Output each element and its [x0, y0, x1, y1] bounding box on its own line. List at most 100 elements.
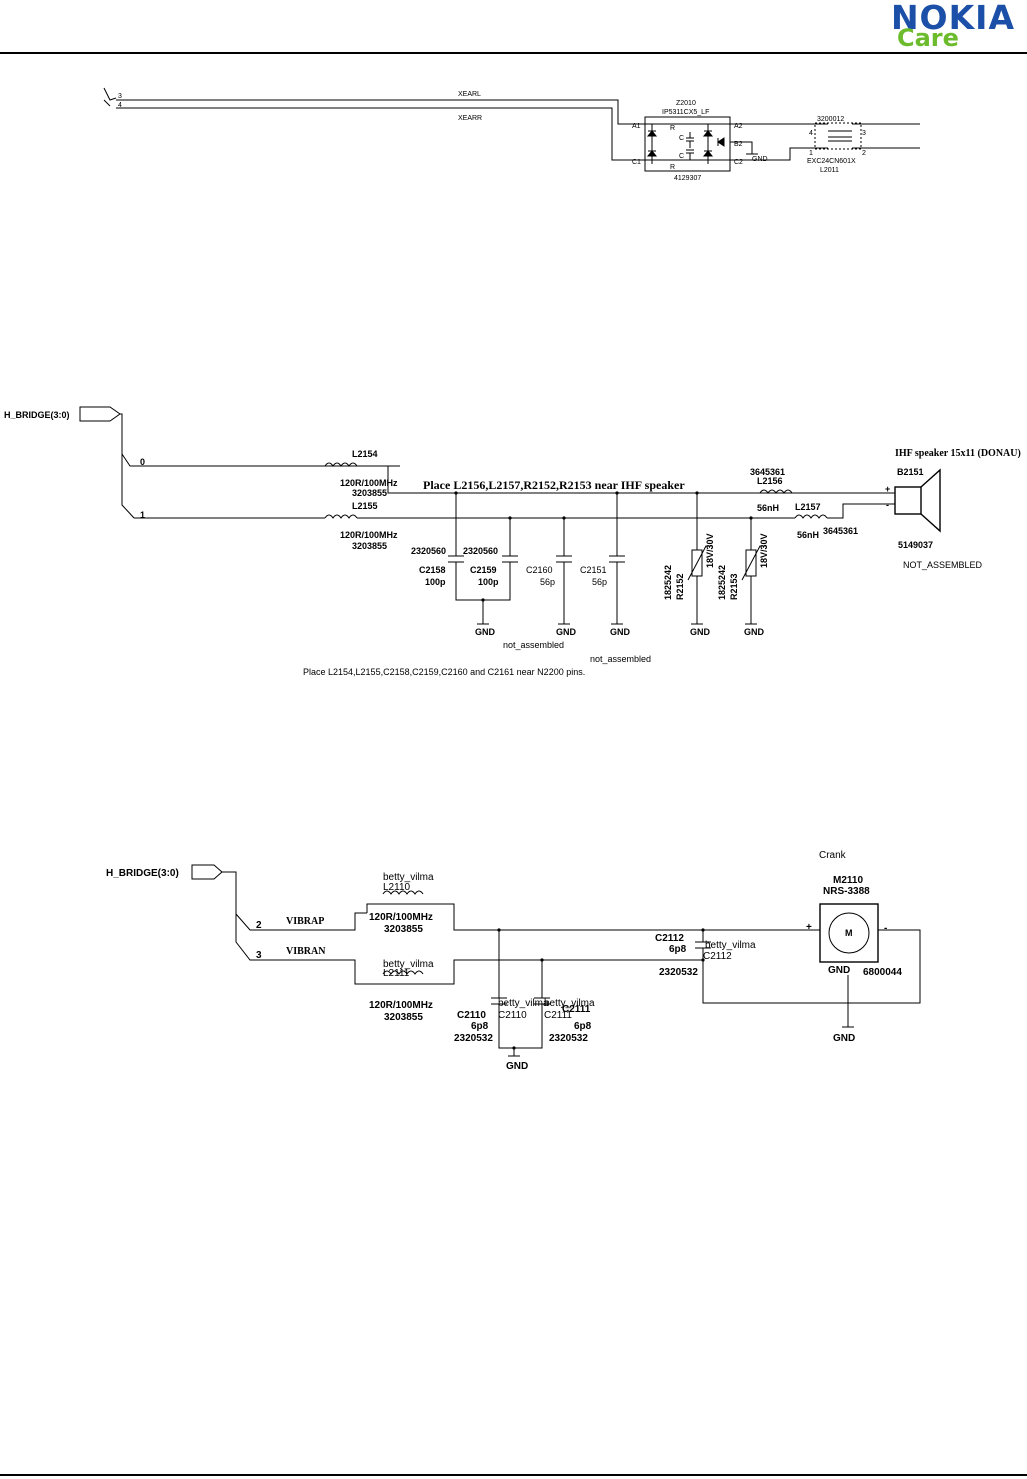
- l2155-value: 120R/100MHz: [340, 530, 398, 540]
- xearl-net-label: XEARL: [458, 91, 481, 98]
- speaker-ref: B2151: [897, 467, 924, 477]
- c2110-lib: betty_vilma: [498, 998, 549, 1009]
- l2156-value: 56nH: [757, 503, 779, 513]
- l2110-code: 3203855: [384, 924, 423, 935]
- l2011-filter-block: [814, 122, 862, 150]
- r2153-value: 18V/30V: [759, 533, 769, 568]
- gnd-c2110: GND: [506, 1061, 528, 1072]
- xearr-net-label: XEARR: [458, 115, 482, 122]
- z2010-pin-a2: A2: [734, 123, 743, 130]
- gnd-motor: GND: [833, 1033, 855, 1044]
- vibra-bit-2: 2: [256, 920, 262, 931]
- l2157-value: 56nH: [797, 530, 819, 540]
- c2159-ref: C2159: [470, 565, 497, 575]
- motor-symbol: [819, 903, 879, 963]
- z2010-r-bottom: R: [670, 164, 675, 171]
- motor-ref: M2110: [833, 875, 863, 886]
- c2111-code: 2320532: [549, 1033, 588, 1044]
- speaker-minus: -: [886, 500, 889, 510]
- z2010-ref: Z2010: [676, 100, 696, 107]
- c2159-value: 100p: [478, 577, 499, 587]
- z2010-diode-4: [702, 150, 714, 157]
- b2-diode: [717, 137, 725, 147]
- vibra-bus-port-symbol: [191, 864, 223, 880]
- l2155-code: 3203855: [352, 541, 387, 551]
- r2153-code: 1825242: [717, 565, 727, 600]
- z2010-pin-a1: A1: [632, 123, 641, 130]
- l2111-code: 3203855: [384, 1012, 423, 1023]
- z2010-pin-b2: B2: [734, 141, 743, 148]
- r2152-varistor: [691, 549, 703, 577]
- care-logo: Care: [897, 24, 959, 52]
- z2010-diode-1: [646, 130, 658, 137]
- z2010-code: 4129307: [674, 175, 701, 182]
- z2010-part: IP5311CX5_LF: [662, 109, 709, 116]
- c2112-ref: C2112: [655, 933, 684, 944]
- header-rule: [0, 52, 1027, 54]
- l2111-value: 120R/100MHz: [369, 1000, 433, 1011]
- l2155-ref: L2155: [352, 501, 378, 511]
- z2010-diode-3: [702, 130, 714, 137]
- bus-label: H_BRIDGE(3:0): [4, 410, 70, 420]
- c2110-ref-a: C2110: [457, 1010, 486, 1021]
- earpiece-filter-diagram: 3 4 XEARL XEARR Z2010 IP5311CX5_LF 41293…: [103, 87, 920, 182]
- vibra-bit-3: 3: [256, 950, 262, 961]
- ihf-speaker-diagram: H_BRIDGE(3:0) 0 1 L2154 120R/100MHz 3203…: [4, 406, 1021, 677]
- l2011-pin-4: 4: [809, 130, 813, 137]
- l2011-part: EXC24CN601X: [807, 158, 856, 165]
- l2156-inductor: [759, 489, 793, 494]
- l2011-pin-2: 2: [862, 150, 866, 157]
- l2011-code: 3200012: [817, 116, 844, 123]
- gnd-r2152: GND: [690, 627, 711, 637]
- l2110-ref: L2110: [383, 882, 411, 893]
- l2157-code: 3645361: [823, 526, 858, 536]
- motor-title: Crank: [819, 850, 847, 861]
- placement-note-ihf: Place L2156,L2157,R2152,R2153 near IHF s…: [423, 478, 685, 492]
- r2152-ref: R2152: [675, 573, 685, 600]
- c2112-code: 2320532: [659, 967, 698, 978]
- l2157-ref: L2157: [795, 502, 821, 512]
- bus-bit-1: 1: [140, 510, 145, 520]
- footer-rule: [0, 1474, 1027, 1476]
- vibran-net-label: VIBRAN: [286, 946, 326, 957]
- gnd-c2158: GND: [475, 627, 496, 637]
- c2160-value: 56p: [540, 577, 555, 587]
- c2110-ref-b: C2110: [498, 1010, 527, 1021]
- speaker-title: IHF speaker 15x11 (DONAU): [895, 448, 1021, 459]
- motor-rotor: [828, 912, 870, 954]
- motor-letter: M: [845, 928, 853, 938]
- z2010-pin-c1: C1: [632, 159, 641, 166]
- motor-part: NRS-3388: [823, 886, 870, 897]
- z2010-r-top: R: [670, 125, 675, 132]
- motor-minus: -: [884, 923, 887, 934]
- speaker-plus: +: [885, 484, 890, 494]
- l2111-ref: L2111: [383, 968, 410, 979]
- bus-port-symbol: [79, 406, 121, 422]
- z2010-c-top: C: [679, 135, 684, 142]
- c2112-lib: betty_vilma: [705, 940, 756, 951]
- bus-bit-0: 0: [140, 457, 145, 467]
- c2110-value: 6p8: [471, 1021, 489, 1032]
- c2158-value: 100p: [425, 577, 446, 587]
- c2160-ref: C2160: [526, 565, 553, 575]
- l2154-ref: L2154: [352, 449, 378, 459]
- l2111-lib: betty_vilma: [383, 959, 434, 970]
- c2111-value: 6p8: [574, 1021, 592, 1032]
- c2112-value: 6p8: [669, 944, 687, 955]
- c2111-ref-b: C2111: [562, 1004, 591, 1015]
- c2110-code: 2320532: [454, 1033, 493, 1044]
- z2010-pin-c2: C2: [734, 159, 743, 166]
- l2110-value: 120R/100MHz: [369, 912, 433, 923]
- motor-gnd-pin: GND: [828, 965, 850, 976]
- nokia-logo: NOKIA: [890, 0, 1015, 37]
- motor-plus: +: [806, 922, 812, 933]
- c2111-ref-a: C2111: [544, 1010, 572, 1021]
- r2153-ref: R2153: [729, 573, 739, 600]
- l2011-pin-3: 3: [862, 130, 866, 137]
- l2154-code: 3203855: [352, 488, 387, 498]
- z2010-c-bottom: C: [679, 153, 684, 160]
- pin-4-label: 4: [118, 102, 122, 109]
- l2011-pin-1: 1: [809, 150, 813, 157]
- page-header: NOKIA Care: [0, 0, 1027, 56]
- gnd-c2151: GND: [610, 627, 631, 637]
